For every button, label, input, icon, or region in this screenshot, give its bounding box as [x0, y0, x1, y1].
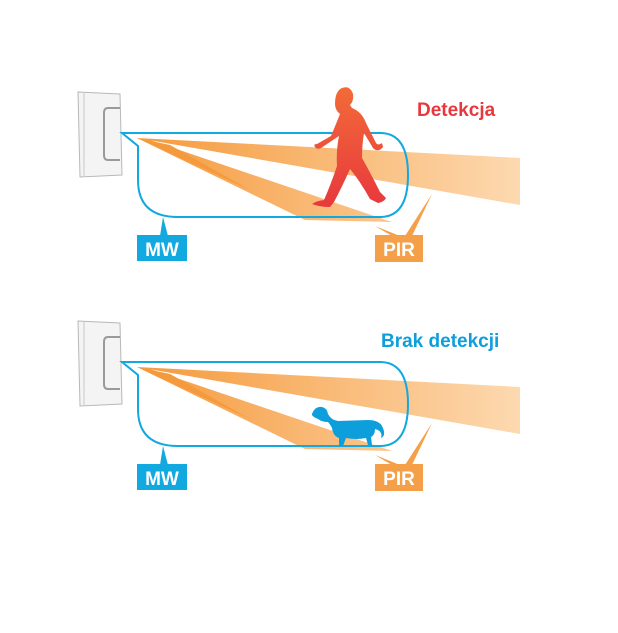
status-no-detection: Brak detekcji [381, 331, 499, 352]
pir-label-box [375, 464, 423, 491]
mw-label-box [137, 464, 187, 490]
status-detection: Detekcja [417, 100, 496, 121]
panel-no-detection: Brak detekcji MW PIR [77, 320, 521, 491]
pir-label: PIR [383, 240, 415, 261]
mw-label-box [137, 235, 187, 261]
pir-label: PIR [383, 469, 415, 490]
person-silhouette [312, 87, 386, 207]
pir-label-box [375, 235, 423, 262]
mw-label: MW [145, 469, 179, 490]
panel-detection: Detekcja MW PIR [77, 87, 521, 262]
mw-label: MW [145, 240, 179, 261]
